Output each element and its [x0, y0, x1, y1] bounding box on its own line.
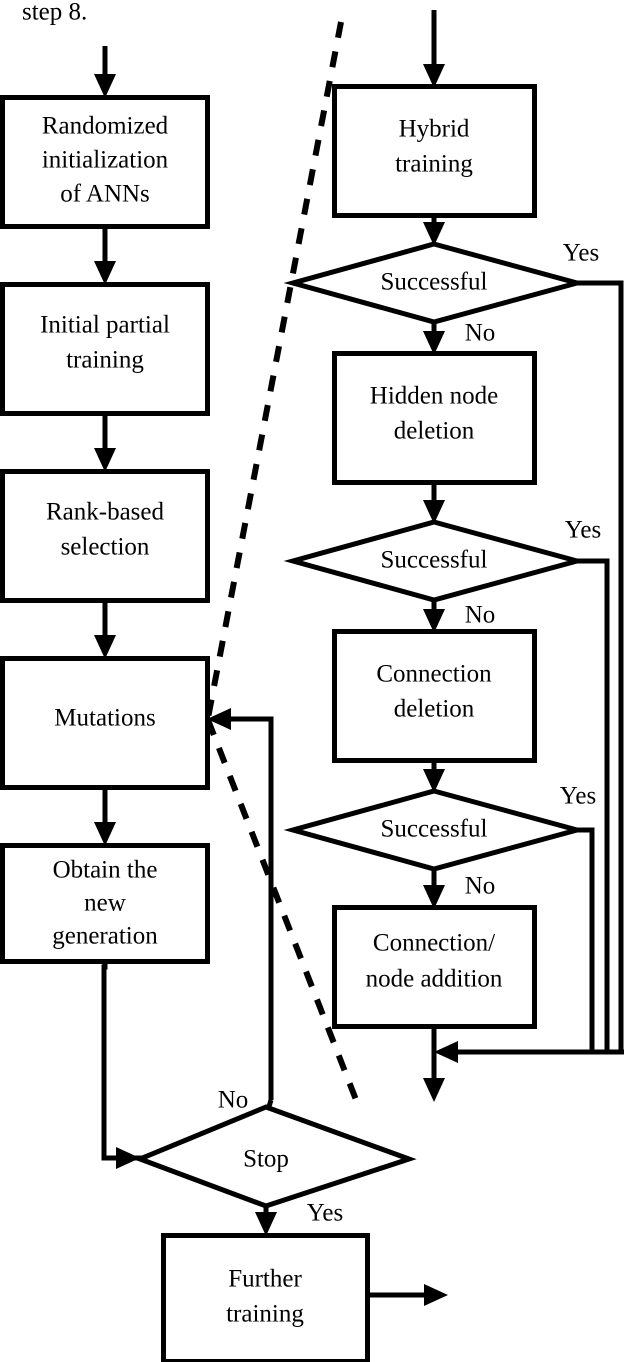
node-rank-based-selection-line-1: selection [61, 534, 150, 561]
node-hybrid-training-line-1: training [395, 151, 473, 178]
node-obtain-new-generation-line-1: new [84, 890, 126, 917]
arrowhead-mutations-to-obtain-new-generation [94, 822, 116, 846]
arrowhead-randomized-to-initial-partial [94, 261, 116, 285]
edge-label-yes-1: Yes [563, 240, 599, 267]
edge-obtain-new-generation-to-stop [101, 961, 152, 1161]
edge-label-yes-3: Yes [560, 783, 596, 810]
arrowhead-rank-based-to-mutations [94, 635, 116, 659]
node-hybrid-training [332, 84, 537, 218]
edge-feedback-to-mutations [220, 716, 274, 1100]
node-connection-node-addition-line-1: node addition [366, 966, 503, 993]
node-further-training-line-0: Further [228, 1266, 302, 1293]
node-stop-label: Stop [243, 1146, 289, 1173]
node-further-training-line-1: training [226, 1301, 304, 1328]
node-successful-1-label: Successful [381, 269, 488, 296]
node-randomized-initialization-line-2: of ANNs [60, 181, 150, 208]
arrowhead-initial-partial-to-rank-based [94, 448, 116, 472]
edge-label-yes-2: Yes [565, 517, 601, 544]
node-initial-partial-training-line-0: Initial partial [40, 312, 170, 339]
node-randomized-initialization-line-0: Randomized [42, 113, 169, 140]
node-hybrid-training-line-0: Hybrid [399, 116, 470, 143]
edge-label-no-3: No [465, 873, 496, 900]
arrowhead-hidden-node-deletion-to-successful-2 [423, 500, 445, 524]
arrowhead-successful-1-no [423, 331, 445, 355]
edge-label-stop-yes: Yes [307, 1200, 343, 1227]
node-obtain-new-generation-line-2: generation [52, 923, 158, 950]
edge-junction-to-stop-top [265, 1099, 274, 1111]
node-obtain-new-generation-line-0: Obtain the [53, 857, 158, 884]
arrowhead-obtain-new-generation-to-stop [116, 1147, 140, 1169]
arrowhead-yes-merge-into-main [434, 1041, 458, 1063]
edge-successful-3-yes-return [577, 827, 595, 1052]
node-randomized-initialization-line-1: initialization [42, 147, 169, 174]
arrowhead-further-training-exit [424, 1284, 448, 1306]
node-successful-3-label: Successful [381, 816, 488, 843]
arrowhead-entry-to-randomized-initialization [94, 74, 116, 98]
node-randomized-initialization [0, 95, 210, 229]
node-hidden-node-deletion-line-1: deletion [394, 418, 475, 445]
arrowhead-connection-node-addition-output [423, 1078, 445, 1102]
node-mutations-line-0: Mutations [54, 705, 155, 732]
node-further-training [161, 1233, 370, 1362]
node-connection-deletion-line-1: deletion [394, 696, 475, 723]
edge-successful-2-yes-return [577, 558, 610, 1052]
node-connection-node-addition-line-0: Connection/ [373, 930, 495, 957]
caption-step-8: step 8. [22, 0, 87, 26]
node-rank-based-selection-line-0: Rank-based [46, 499, 165, 526]
edge-label-no-2: No [465, 602, 496, 629]
edge-successful-1-yes-return [577, 280, 624, 1052]
arrowhead-hybrid-training-to-successful-1 [423, 222, 445, 246]
node-hidden-node-deletion-line-0: Hidden node [370, 383, 498, 410]
arrowhead-feedback-to-mutations [207, 708, 231, 730]
edge-label-stop-no: No [218, 1087, 249, 1114]
node-connection-deletion-line-0: Connection [376, 661, 492, 688]
arrowhead-connection-deletion-to-successful-3 [423, 769, 445, 793]
node-initial-partial-training-line-1: training [66, 347, 144, 374]
dashed-separator-upper [205, 21, 344, 719]
arrowhead-successful-3-no [423, 885, 445, 909]
node-initial-partial-training [0, 282, 210, 416]
edge-label-no-1: No [465, 320, 496, 347]
node-successful-2-label: Successful [381, 547, 488, 574]
dashed-separator-lower [205, 718, 363, 1112]
arrowhead-entry-to-hybrid-training [423, 64, 445, 88]
arrowhead-successful-2-no [423, 609, 445, 633]
arrowhead-stop-yes [255, 1212, 277, 1236]
